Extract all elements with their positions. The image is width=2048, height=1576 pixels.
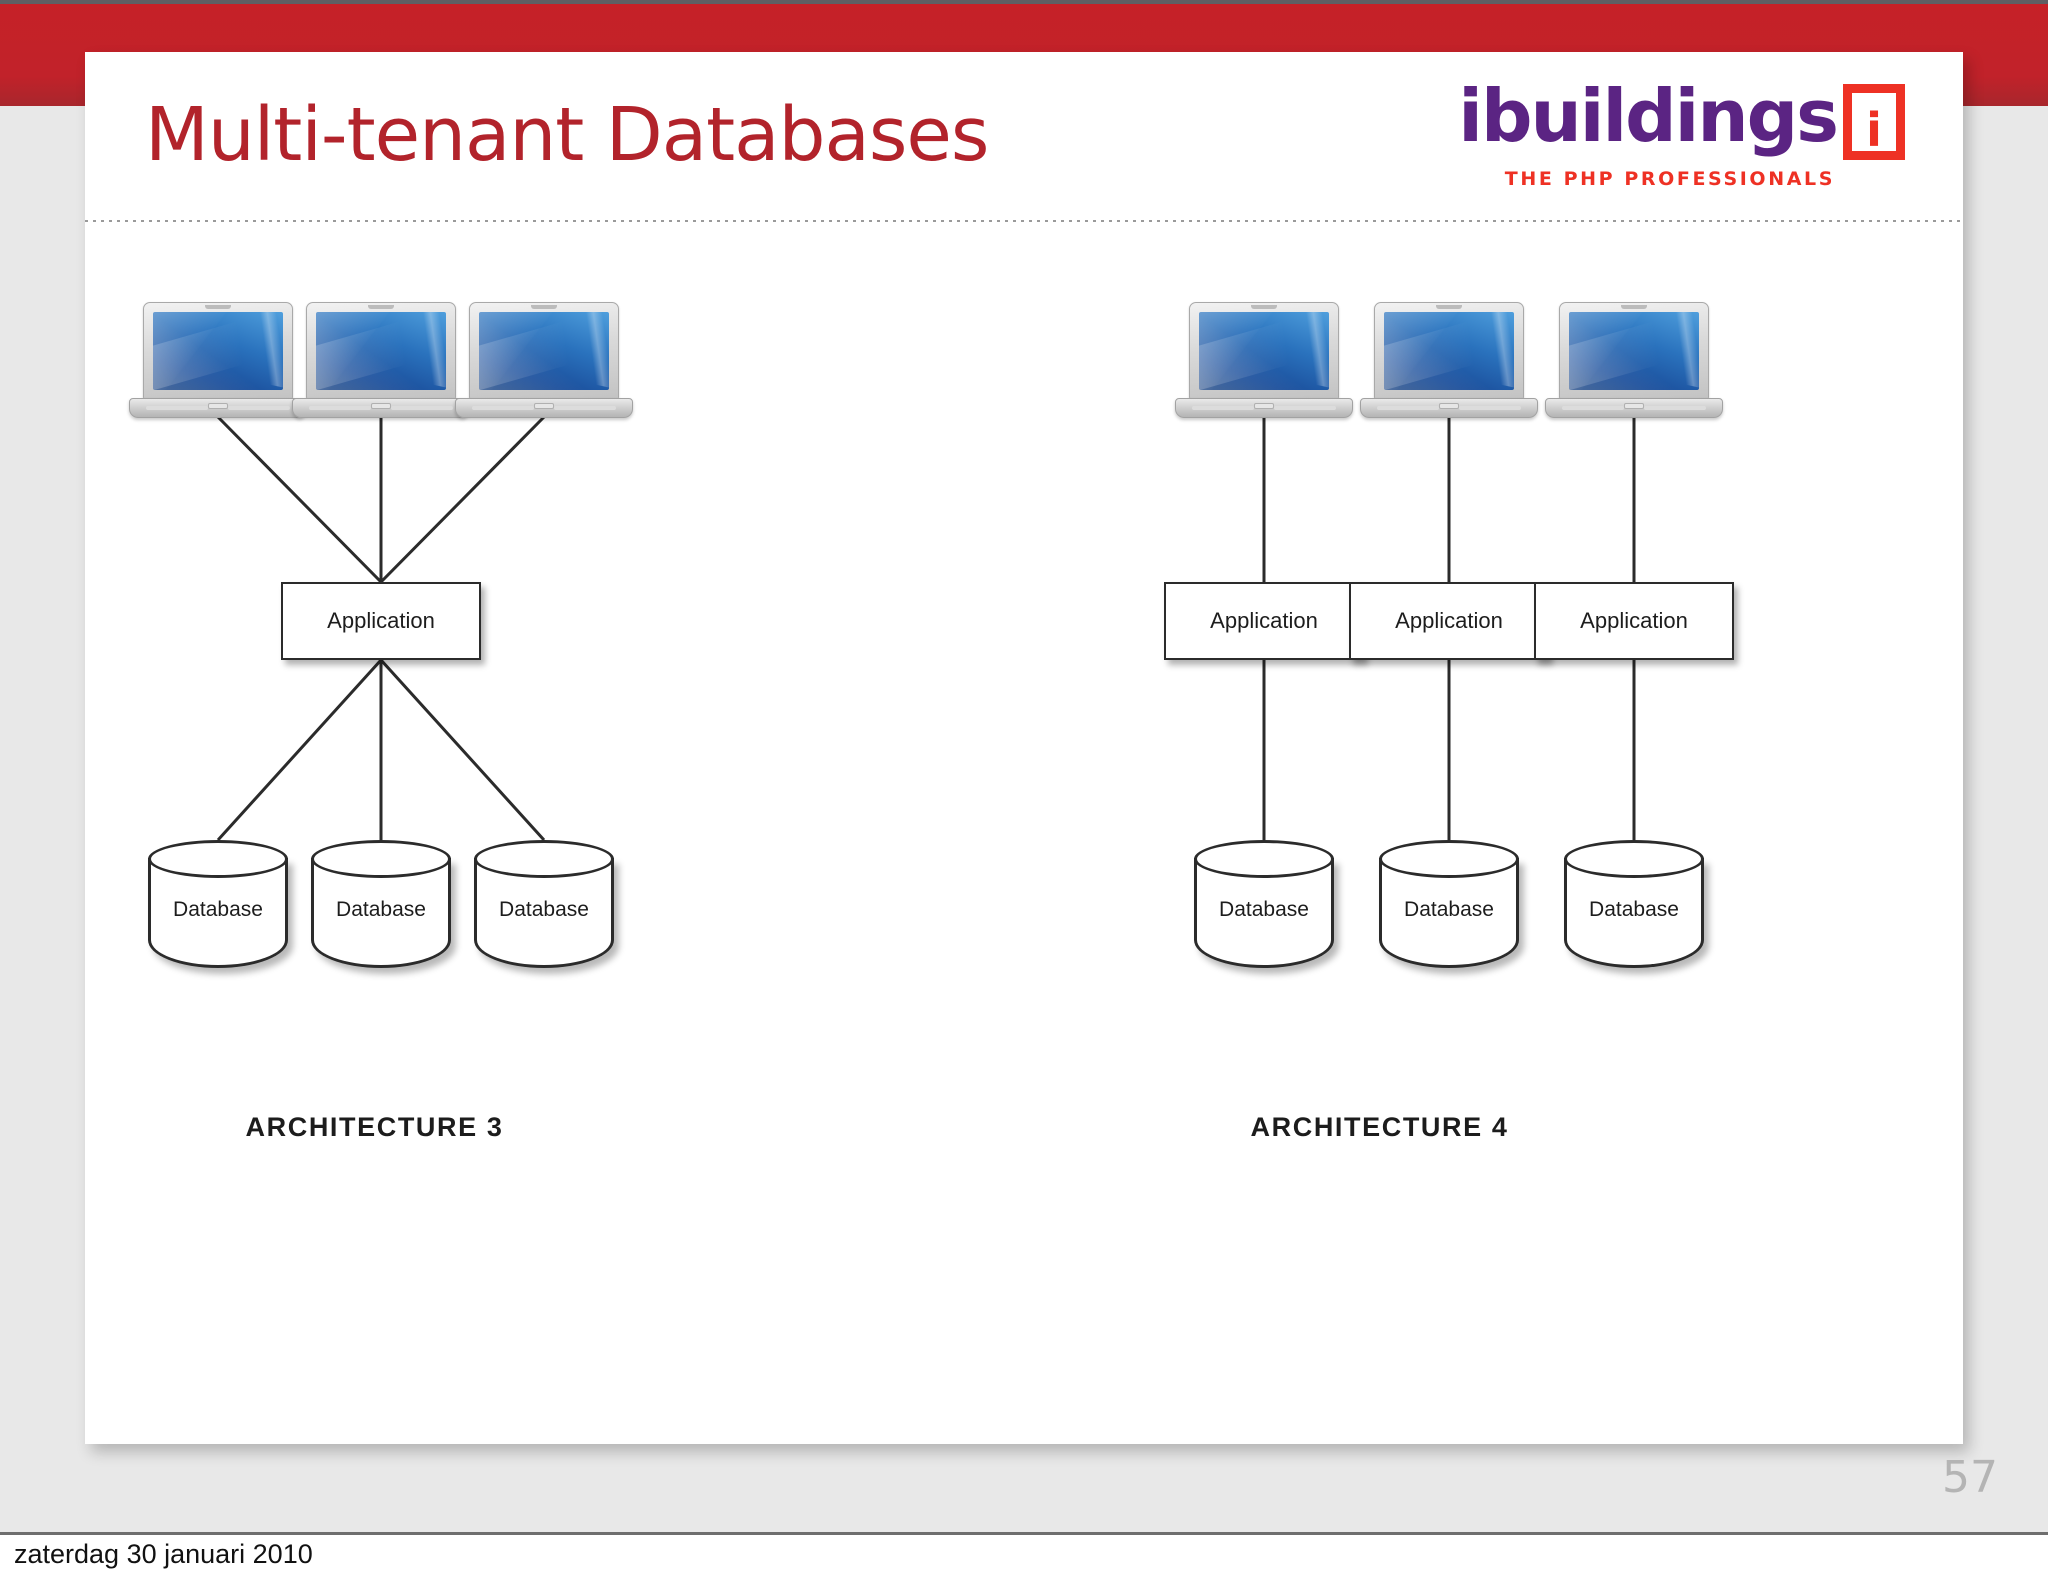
title-divider [85, 220, 1963, 222]
laptop-screen [1569, 312, 1699, 390]
laptop-keyboard-strip [1644, 406, 1706, 410]
laptop-base [292, 398, 470, 418]
database-label: Database [1404, 898, 1494, 921]
database-cylinder-top [474, 840, 614, 878]
architecture-3-connectors [216, 415, 546, 842]
laptop-icon [1175, 302, 1353, 420]
laptop-screen [153, 312, 283, 390]
laptop-trackpad [371, 403, 391, 409]
laptop-base [455, 398, 633, 418]
architecture-4-group: Application Application Application Data… [1024, 232, 1963, 1332]
laptop-keyboard-strip [228, 406, 290, 410]
laptop-lid [1559, 302, 1709, 400]
laptop-camera-notch [1251, 305, 1277, 309]
laptop-keyboard-strip [1192, 406, 1254, 410]
database-label: Database [1219, 898, 1309, 921]
database-node: Database [1194, 840, 1334, 968]
laptop-trackpad [208, 403, 228, 409]
application-node: Application [1534, 582, 1734, 660]
database-cylinder-top [1564, 840, 1704, 878]
database-cylinder-top [1379, 840, 1519, 878]
architecture-caption: ARCHITECTURE 3 [245, 1112, 504, 1142]
database-node: Database [474, 840, 614, 968]
laptop-trackpad [534, 403, 554, 409]
laptop-keyboard-strip [554, 406, 616, 410]
architecture-diagram: Application Database Database Database [85, 232, 1963, 1332]
laptop-base [1360, 398, 1538, 418]
laptop-screen [1199, 312, 1329, 390]
database-node: Database [148, 840, 288, 968]
laptop-base [129, 398, 307, 418]
laptop-screen [1384, 312, 1514, 390]
architecture-4-connectors [1262, 417, 1636, 840]
laptop-base [1175, 398, 1353, 418]
database-label: Database [499, 898, 589, 921]
laptop-keyboard-strip [391, 406, 453, 410]
laptop-screen [479, 312, 609, 390]
database-cylinder-top [311, 840, 451, 878]
laptop-lid [306, 302, 456, 400]
laptop-lid [143, 302, 293, 400]
laptop-keyboard-strip [309, 406, 371, 410]
laptop-keyboard-strip [1274, 406, 1336, 410]
laptop-trackpad [1439, 403, 1459, 409]
ibuildings-logo: ibuildings i THE PHP PROFESSIONALS [1455, 80, 1905, 200]
architecture-caption: ARCHITECTURE 4 [1250, 1112, 1509, 1142]
page-title: Multi-tenant Databases [145, 92, 989, 178]
database-cylinder-top [1194, 840, 1334, 878]
laptop-icon [1545, 302, 1723, 420]
slide-canvas: Multi-tenant Databases ibuildings i THE … [85, 52, 1963, 1444]
application-node: Application [1349, 582, 1549, 660]
logo-bracket-icon: i [1843, 84, 1905, 160]
laptop-keyboard-strip [1562, 406, 1624, 410]
presenter-window: Multi-tenant Databases ibuildings i THE … [0, 0, 2048, 1535]
application-node: Application [281, 582, 481, 660]
database-cylinder-body [148, 858, 288, 968]
database-cylinder-top [148, 840, 288, 878]
application-node: Application [1164, 582, 1364, 660]
logo-bracket-letter: i [1866, 103, 1882, 157]
logo-wordmark: ibuildings [1458, 74, 1839, 158]
laptop-camera-notch [531, 305, 557, 309]
laptop-keyboard-strip [146, 406, 208, 410]
laptop-camera-notch [205, 305, 231, 309]
database-node: Database [1564, 840, 1704, 968]
database-label: Database [336, 898, 426, 921]
laptop-lid [1189, 302, 1339, 400]
application-label: Application [1580, 608, 1688, 633]
laptop-camera-notch [368, 305, 394, 309]
application-label: Application [327, 608, 435, 633]
database-node: Database [1379, 840, 1519, 968]
database-node: Database [311, 840, 451, 968]
database-label: Database [173, 898, 263, 921]
laptop-icon [455, 302, 633, 420]
laptop-keyboard-strip [1377, 406, 1439, 410]
laptop-base [1545, 398, 1723, 418]
logo-tagline: THE PHP PROFESSIONALS [1504, 168, 1835, 190]
laptop-camera-notch [1436, 305, 1462, 309]
laptop-lid [469, 302, 619, 400]
laptop-icon [1360, 302, 1538, 420]
laptop-icon [292, 302, 470, 420]
laptop-keyboard-strip [1459, 406, 1521, 410]
laptop-trackpad [1254, 403, 1274, 409]
database-label: Database [1589, 898, 1679, 921]
application-label: Application [1210, 608, 1318, 633]
laptop-screen [316, 312, 446, 390]
laptop-lid [1374, 302, 1524, 400]
window-top-edge [0, 0, 2048, 4]
database-cylinder-body [474, 858, 614, 968]
footer-date: zaterdag 30 januari 2010 [14, 1539, 313, 1569]
slide-page-number: 57 [1942, 1452, 1998, 1503]
laptop-trackpad [1624, 403, 1644, 409]
laptop-camera-notch [1621, 305, 1647, 309]
application-label: Application [1395, 608, 1503, 633]
laptop-icon [129, 302, 307, 420]
architecture-3-group: Application Database Database Database [85, 232, 1024, 1332]
laptop-keyboard-strip [472, 406, 534, 410]
